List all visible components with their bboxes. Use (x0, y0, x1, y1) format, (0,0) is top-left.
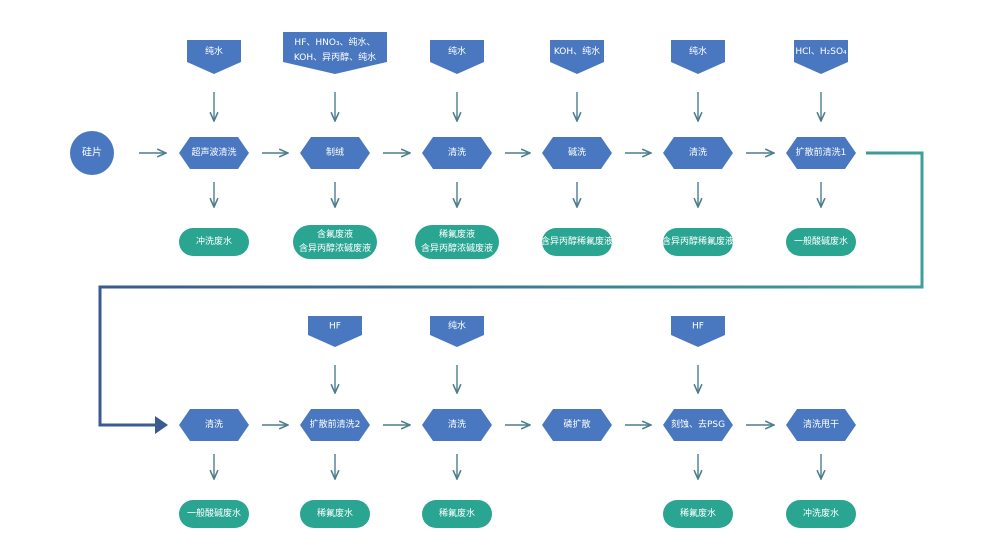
input-label: KOH、纯水 (554, 45, 600, 57)
output-label-line-2: 含异丙醇浓碱废液 (299, 242, 371, 254)
output-label-line-1: 稀氟废液 (439, 228, 475, 240)
output-node: 稀氟废水 (663, 500, 733, 528)
step-label: 制绒 (326, 146, 344, 158)
output-node: 含异丙醇稀氟废液 (662, 228, 734, 256)
process-step: 磷扩散 (542, 409, 612, 441)
process-step: 清洗 (422, 137, 492, 169)
input-node: 纯水 (430, 40, 484, 74)
output-label: 冲洗废水 (196, 235, 232, 247)
output-node: 含异丙醇稀氟废液 (541, 228, 613, 256)
process-step: 清洗 (179, 409, 249, 441)
process-step: 制绒 (300, 137, 370, 169)
input-node: HCl、H₂SO₄ (794, 40, 848, 74)
output-label: 稀氟废水 (439, 507, 475, 519)
input-node: 纯水 (671, 40, 725, 74)
output-node: 稀氟废水 (422, 500, 492, 528)
output-label: 冲洗废水 (803, 507, 839, 519)
input-label: HF (329, 322, 341, 332)
input-node: 纯水 (430, 316, 484, 347)
output-node: 冲洗废水 (786, 500, 856, 528)
step-label: 清洗 (448, 418, 466, 430)
step-label: 碱洗 (568, 146, 586, 158)
output-node: 稀氟废水 (300, 500, 370, 528)
input-label: 纯水 (448, 45, 466, 57)
step-label: 扩散前清洗2 (310, 418, 361, 430)
step-label: 清洗 (205, 418, 223, 430)
process-step: 清洗 (422, 409, 492, 441)
output-node: 一般酸碱废水 (786, 228, 856, 256)
row-connector-arrowhead (155, 416, 168, 434)
input-label-line-1: HF、HNO₃、纯水、 (294, 36, 375, 48)
input-node: KOH、纯水 (550, 40, 604, 74)
input-label: HCl、H₂SO₄ (795, 47, 847, 57)
process-step: 清洗 (663, 137, 733, 169)
output-label: 含异丙醇稀氟废液 (541, 235, 613, 247)
process-step: 超声波清洗 (179, 137, 249, 169)
start-node: 硅片 (70, 131, 114, 175)
output-node: 一般酸碱废水 (179, 500, 249, 528)
process-step: 扩散前清洗2 (300, 409, 370, 441)
output-label-line-1: 含氟废液 (317, 228, 353, 240)
process-step: 刻蚀、去PSG (663, 409, 733, 441)
start-label: 硅片 (82, 146, 102, 159)
step-label: 磷扩散 (563, 418, 590, 430)
input-node: HF、HNO₃、纯水、 KOH、异丙醇、纯水 (283, 32, 387, 74)
input-node: 纯水 (187, 40, 241, 74)
output-label: 一般酸碱废水 (187, 507, 241, 519)
input-label: HF (692, 322, 704, 332)
step-label: 超声波清洗 (191, 146, 236, 158)
output-label-line-2: 含异丙醇浓碱废液 (421, 242, 493, 254)
input-label: 纯水 (689, 45, 707, 57)
output-label: 稀氟废水 (317, 507, 353, 519)
step-label: 清洗甩干 (803, 418, 839, 430)
process-step: 清洗甩干 (786, 409, 856, 441)
output-label: 一般酸碱废水 (794, 235, 848, 247)
input-node: HF (308, 316, 362, 347)
output-label: 稀氟废水 (680, 507, 716, 519)
process-step: 碱洗 (542, 137, 612, 169)
input-label: 纯水 (205, 45, 223, 57)
output-label: 含异丙醇稀氟废液 (662, 235, 734, 247)
step-label: 清洗 (689, 146, 707, 158)
row-connector-line (98, 151, 924, 427)
step-label: 清洗 (448, 146, 466, 158)
input-node: HF (671, 316, 725, 347)
input-label: 纯水 (448, 320, 466, 332)
output-node: 冲洗废水 (179, 228, 249, 256)
step-label: 扩散前清洗1 (796, 146, 847, 158)
step-label: 刻蚀、去PSG (671, 418, 725, 430)
input-label-line-2: KOH、异丙醇、纯水 (294, 51, 376, 63)
process-step: 扩散前清洗1 (786, 137, 856, 169)
